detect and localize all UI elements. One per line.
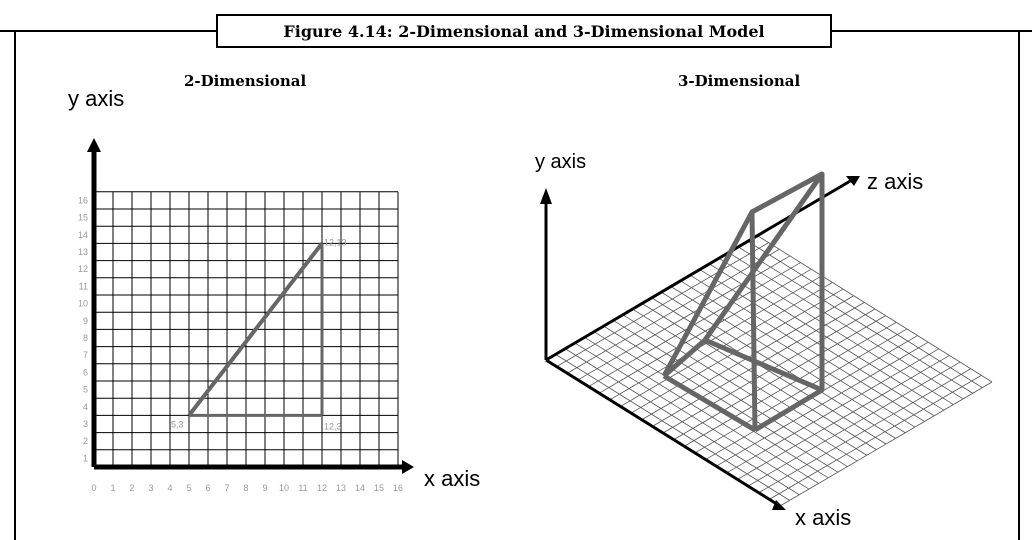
z-axis-arrow-3d — [846, 176, 860, 186]
x-tick-6: 6 — [205, 483, 210, 493]
x-tick-9: 9 — [262, 483, 267, 493]
y-tick-5: 5 — [83, 385, 88, 395]
y-tick-8: 8 — [83, 333, 88, 343]
x-tick-5: 5 — [186, 483, 191, 493]
y-tick-16: 16 — [78, 195, 88, 205]
x-tick-4: 4 — [167, 483, 172, 493]
frame-left — [14, 30, 16, 540]
x-axis-label-2d: x axis — [424, 466, 480, 491]
axes-3d — [540, 176, 860, 510]
figure-caption: Figure 4.14: 2-Dimensional and 3-Dimensi… — [216, 14, 832, 48]
point-label-p2: 12,13 — [324, 237, 347, 247]
x-tick-7: 7 — [224, 483, 229, 493]
y-tick-4: 4 — [83, 402, 88, 412]
y-axis-arrow-3d — [540, 188, 552, 204]
prism-3d — [661, 171, 825, 433]
x-tick-13: 13 — [336, 483, 346, 493]
x-tick-2: 2 — [129, 483, 134, 493]
x-axis-3d — [545, 358, 781, 508]
x-tick-15: 15 — [374, 483, 384, 493]
y-tick-14: 14 — [78, 230, 88, 240]
z-axis-3d — [545, 178, 853, 362]
y-tick-10: 10 — [78, 299, 88, 309]
y-axis-label-3d: y axis — [535, 151, 586, 173]
y-axis-label-2d: y axis — [68, 86, 124, 111]
y-tick-15: 15 — [78, 213, 88, 223]
point-label-p3: 12,3 — [324, 421, 342, 431]
y-tick-6: 6 — [83, 367, 88, 377]
axes-2d — [87, 138, 414, 474]
y-tick-3: 3 — [83, 419, 88, 429]
x-tick-11: 11 — [298, 483, 307, 493]
frame-top-right — [831, 30, 1032, 32]
frame-right — [1018, 30, 1020, 540]
panel-3d-title: 3-Dimensional — [678, 72, 801, 90]
panel-2d-title: 2-Dimensional — [184, 72, 307, 90]
y-tick-1: 1 — [83, 453, 88, 463]
x-tick-14: 14 — [355, 483, 365, 493]
hypotenuse-line — [187, 242, 324, 417]
point-label-p1: 5,3 — [171, 419, 184, 429]
y-tick-2: 2 — [83, 436, 88, 446]
y-tick-12: 12 — [78, 264, 88, 274]
y-tick-9: 9 — [83, 316, 88, 326]
x-tick-8: 8 — [243, 483, 248, 493]
x-tick-0: 0 — [91, 483, 96, 493]
x-tick-12: 12 — [317, 483, 327, 493]
triangle-2d — [187, 242, 324, 417]
x-tick-16: 16 — [393, 483, 403, 493]
x-tick-1: 1 — [110, 483, 115, 493]
x-axis-arrow-3d — [772, 500, 786, 510]
x-tick-10: 10 — [279, 483, 289, 493]
y-tick-11: 11 — [79, 281, 88, 291]
y-tick-13: 13 — [78, 247, 88, 257]
x-axis-label-3d: x axis — [795, 505, 851, 530]
frame-top-left — [0, 30, 217, 32]
x-tick-3: 3 — [148, 483, 153, 493]
y-tick-7: 7 — [83, 350, 88, 360]
z-axis-label-3d: z axis — [867, 169, 923, 194]
